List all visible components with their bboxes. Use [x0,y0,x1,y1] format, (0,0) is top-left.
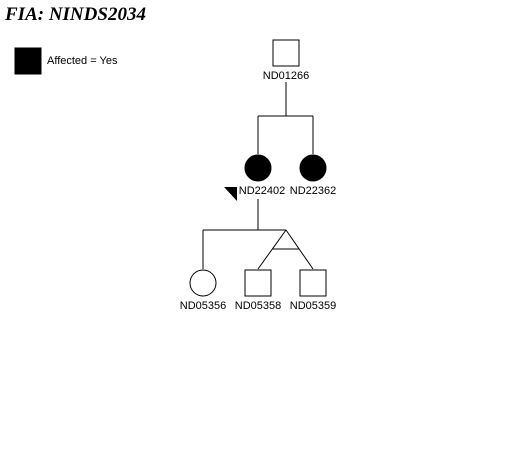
individual-ND22402-label: ND22402 [239,185,285,197]
twin-line-right [285,229,314,270]
individual-ND05358-label: ND05358 [235,300,281,312]
proband-arrow-icon [224,187,237,201]
individual-ND05358-symbol[interactable] [244,269,272,297]
legend-label: Affected = Yes [47,55,118,67]
individual-ND01266-label: ND01266 [263,70,309,82]
diagram-title: FIA: NINDS2034 [5,4,146,25]
individual-ND22362-label: ND22362 [290,185,336,197]
individual-ND05356-label: ND05356 [180,300,226,312]
pedigree-lines [202,82,314,270]
individual-ND01266-symbol[interactable] [272,39,300,67]
individual-ND05359-label: ND05359 [290,300,336,312]
individual-ND22362-symbol[interactable] [299,154,327,182]
individual-ND05356-symbol[interactable] [189,269,217,297]
legend-affected-swatch [14,47,42,75]
individual-ND05359-symbol[interactable] [299,269,327,297]
individual-ND22402-symbol[interactable] [244,154,272,182]
